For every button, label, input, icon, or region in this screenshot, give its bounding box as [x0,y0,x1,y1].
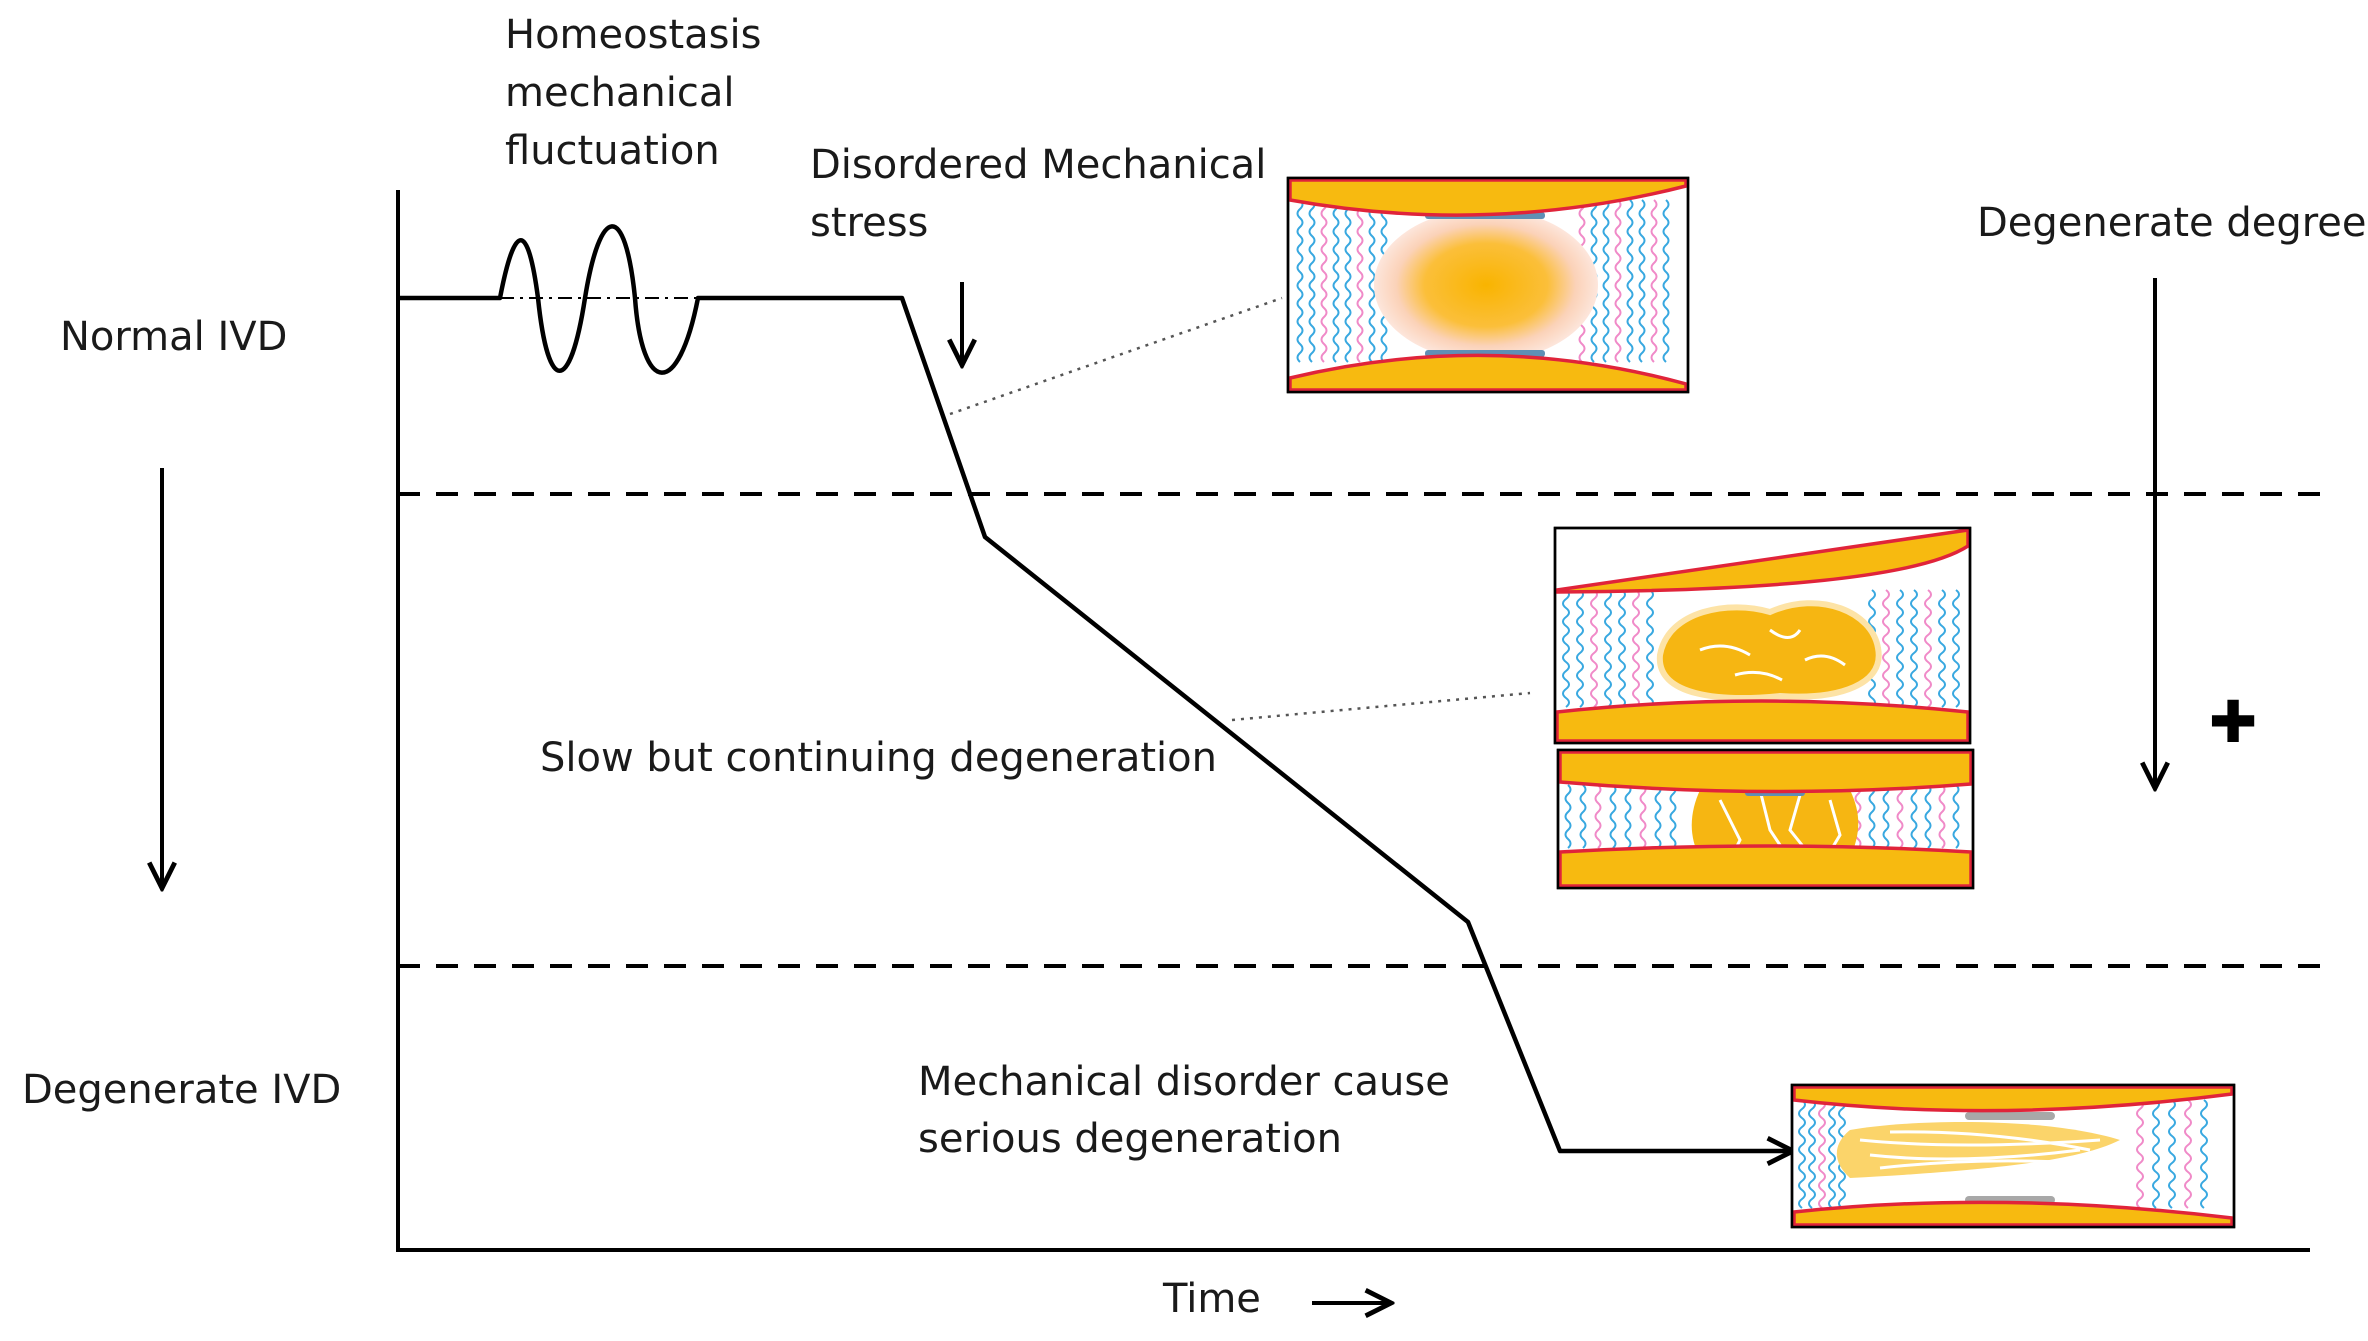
homeostasis-label: Homeostasis mechanical fluctuation [505,12,774,174]
moderate-disc-illustration [1553,526,1972,745]
degenerate-degree-label: Degenerate degree [1977,200,2367,246]
healthy-disc-illustration [1286,176,1690,394]
leader-line-moderate [1231,691,1531,722]
advanced-disc-illustration [1556,748,1975,890]
leader-line-healthy [949,296,1283,416]
degenerate-ivd-label: Degenerate IVD [22,1067,341,1113]
plus-icon: ✚ [2209,688,2258,756]
slow-degeneration-label: Slow but continuing degeneration [540,735,1217,781]
severe-disc-illustration [1790,1083,2236,1229]
serious-degeneration-label: Mechanical disorder cause serious degene… [918,1059,1463,1162]
normal-ivd-label: Normal IVD [60,314,287,360]
time-axis-label: Time [1162,1276,1261,1322]
disordered-stress-label: Disordered Mechanical stress [810,142,1279,246]
degeneration-curve [398,224,1788,1154]
